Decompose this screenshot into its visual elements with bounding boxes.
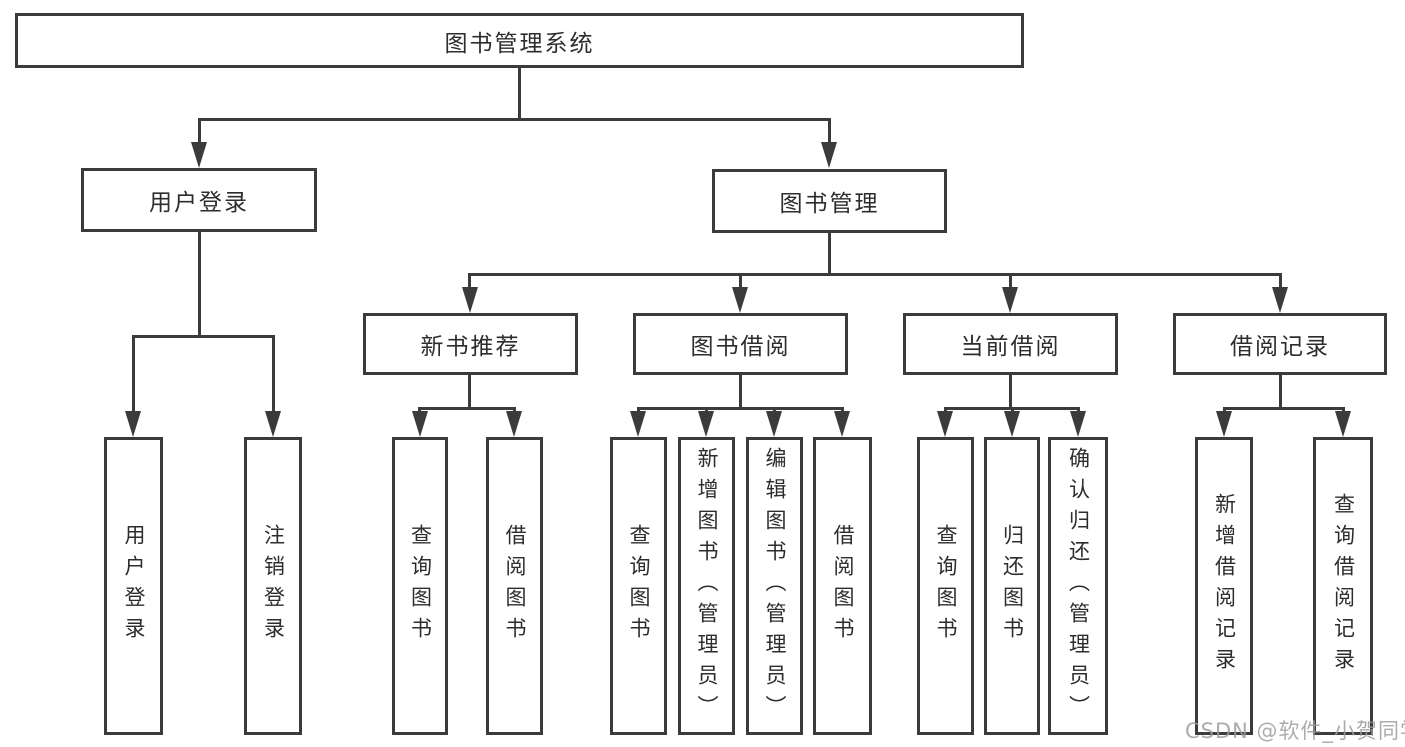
leaf-query-borrow-record-label: 查询借阅记录 bbox=[1331, 493, 1356, 679]
csdn-watermark: CSDN @软件_小贺同学 bbox=[1185, 719, 1405, 743]
arrow-down-icon bbox=[506, 411, 522, 437]
connector-book-borrow-stem bbox=[739, 375, 742, 407]
connector-drop-user-login bbox=[198, 118, 201, 144]
connector-drop bbox=[944, 407, 947, 413]
leaf-query-book-current: 查询图书 bbox=[917, 437, 974, 735]
leaf-add-book-admin: 新增图书（管理员） bbox=[678, 437, 735, 735]
connector-drop bbox=[1223, 407, 1226, 413]
connector-drop-new-book-rec bbox=[468, 273, 471, 289]
connector-drop-book-mgmt bbox=[828, 118, 831, 144]
leaf-query-book-borrow: 查询图书 bbox=[610, 437, 667, 735]
connector-drop bbox=[841, 407, 844, 413]
connector-drop-leaf-user-login bbox=[132, 335, 135, 411]
connector-book-mgmt-stem bbox=[828, 233, 831, 273]
leaf-edit-book-admin-label: 编辑图书（管理员） bbox=[763, 446, 787, 726]
node-borrow-records-label: 借阅记录 bbox=[1230, 334, 1330, 360]
node-book-borrow-label: 图书借阅 bbox=[690, 334, 791, 360]
connector-drop bbox=[1342, 407, 1345, 413]
connector-book-borrow-rail bbox=[637, 407, 844, 410]
connector-new-book-rec-rail bbox=[418, 407, 516, 410]
node-book-borrow: 图书借阅 bbox=[633, 313, 848, 375]
leaf-edit-book-admin: 编辑图书（管理员） bbox=[746, 437, 803, 735]
node-book-management-label: 图书管理 bbox=[779, 191, 880, 217]
leaf-return-book: 归还图书 bbox=[984, 437, 1040, 735]
connector-user-login-rail bbox=[132, 335, 274, 338]
leaf-add-book-admin-label: 新增图书（管理员） bbox=[695, 446, 719, 726]
connector-drop bbox=[418, 407, 421, 413]
connector-drop bbox=[1011, 407, 1014, 413]
leaf-confirm-return-admin: 确认归还（管理员） bbox=[1048, 437, 1108, 735]
leaf-query-book-recommend-label: 查询图书 bbox=[408, 524, 433, 648]
arrow-down-icon bbox=[191, 142, 207, 168]
connector-new-book-rec-stem bbox=[468, 375, 471, 407]
leaf-user-login-label: 用户登录 bbox=[122, 524, 146, 648]
node-new-book-recommend-label: 新书推荐 bbox=[420, 334, 521, 360]
connector-level3-rail bbox=[468, 273, 1281, 276]
connector-drop bbox=[637, 407, 640, 413]
arrow-down-icon bbox=[125, 411, 141, 437]
node-library-system: 图书管理系统 bbox=[15, 13, 1024, 68]
leaf-query-book-current-label: 查询图书 bbox=[934, 524, 958, 648]
arrow-down-icon bbox=[265, 411, 281, 437]
connector-level1-rail bbox=[198, 118, 830, 121]
leaf-add-borrow-record: 新增借阅记录 bbox=[1195, 437, 1253, 735]
connector-borrow-record-rail bbox=[1223, 407, 1344, 410]
arrow-down-icon bbox=[1070, 411, 1086, 437]
leaf-query-book-borrow-label: 查询图书 bbox=[627, 524, 651, 648]
leaf-query-borrow-record: 查询借阅记录 bbox=[1313, 437, 1373, 735]
connector-drop-book-borrow bbox=[739, 273, 742, 289]
leaf-borrow-book-label: 借阅图书 bbox=[831, 524, 855, 648]
leaf-return-book-label: 归还图书 bbox=[1000, 524, 1025, 648]
leaf-add-borrow-record-label: 新增借阅记录 bbox=[1212, 493, 1237, 679]
connector-root-stem bbox=[518, 67, 521, 118]
leaf-user-login: 用户登录 bbox=[104, 437, 163, 735]
arrow-down-icon bbox=[1272, 287, 1288, 313]
connector-user-login-stem bbox=[198, 232, 201, 335]
leaf-confirm-return-admin-label: 确认归还（管理员） bbox=[1066, 446, 1091, 726]
connector-drop-current-borrow bbox=[1009, 273, 1012, 289]
arrow-down-icon bbox=[630, 411, 646, 437]
node-current-borrow-label: 当前借阅 bbox=[960, 334, 1061, 360]
arrow-down-icon bbox=[937, 411, 953, 437]
connector-current-borrow-stem bbox=[1009, 375, 1012, 407]
connector-borrow-record-stem bbox=[1279, 375, 1282, 407]
arrow-down-icon bbox=[462, 287, 478, 313]
node-book-management: 图书管理 bbox=[712, 169, 947, 233]
node-new-book-recommend: 新书推荐 bbox=[363, 313, 578, 375]
arrow-down-icon bbox=[412, 411, 428, 437]
leaf-query-book-recommend: 查询图书 bbox=[392, 437, 448, 735]
connector-drop bbox=[1077, 407, 1080, 413]
node-user-login: 用户登录 bbox=[81, 168, 317, 232]
arrow-down-icon bbox=[1004, 411, 1020, 437]
arrow-down-icon bbox=[1335, 411, 1351, 437]
node-library-system-label: 图书管理系统 bbox=[444, 30, 595, 57]
arrow-down-icon bbox=[834, 411, 850, 437]
node-user-login-label: 用户登录 bbox=[149, 190, 249, 216]
arrow-down-icon bbox=[821, 142, 837, 168]
connector-drop bbox=[705, 407, 708, 413]
node-borrow-records: 借阅记录 bbox=[1173, 313, 1387, 375]
node-current-borrow: 当前借阅 bbox=[903, 313, 1118, 375]
connector-drop bbox=[513, 407, 516, 413]
arrow-down-icon bbox=[1216, 411, 1232, 437]
arrow-down-icon bbox=[732, 287, 748, 313]
arrow-down-icon bbox=[698, 411, 714, 437]
leaf-borrow-book: 借阅图书 bbox=[813, 437, 872, 735]
arrow-down-icon bbox=[766, 411, 782, 437]
connector-drop bbox=[773, 407, 776, 413]
leaf-logout: 注销登录 bbox=[244, 437, 302, 735]
leaf-borrow-book-recommend-label: 借阅图书 bbox=[503, 524, 527, 648]
leaf-logout-label: 注销登录 bbox=[261, 524, 286, 648]
arrow-down-icon bbox=[1002, 287, 1018, 313]
connector-drop-leaf-logout bbox=[272, 335, 275, 411]
leaf-borrow-book-recommend: 借阅图书 bbox=[486, 437, 543, 735]
connector-drop-borrow-record bbox=[1279, 273, 1282, 289]
